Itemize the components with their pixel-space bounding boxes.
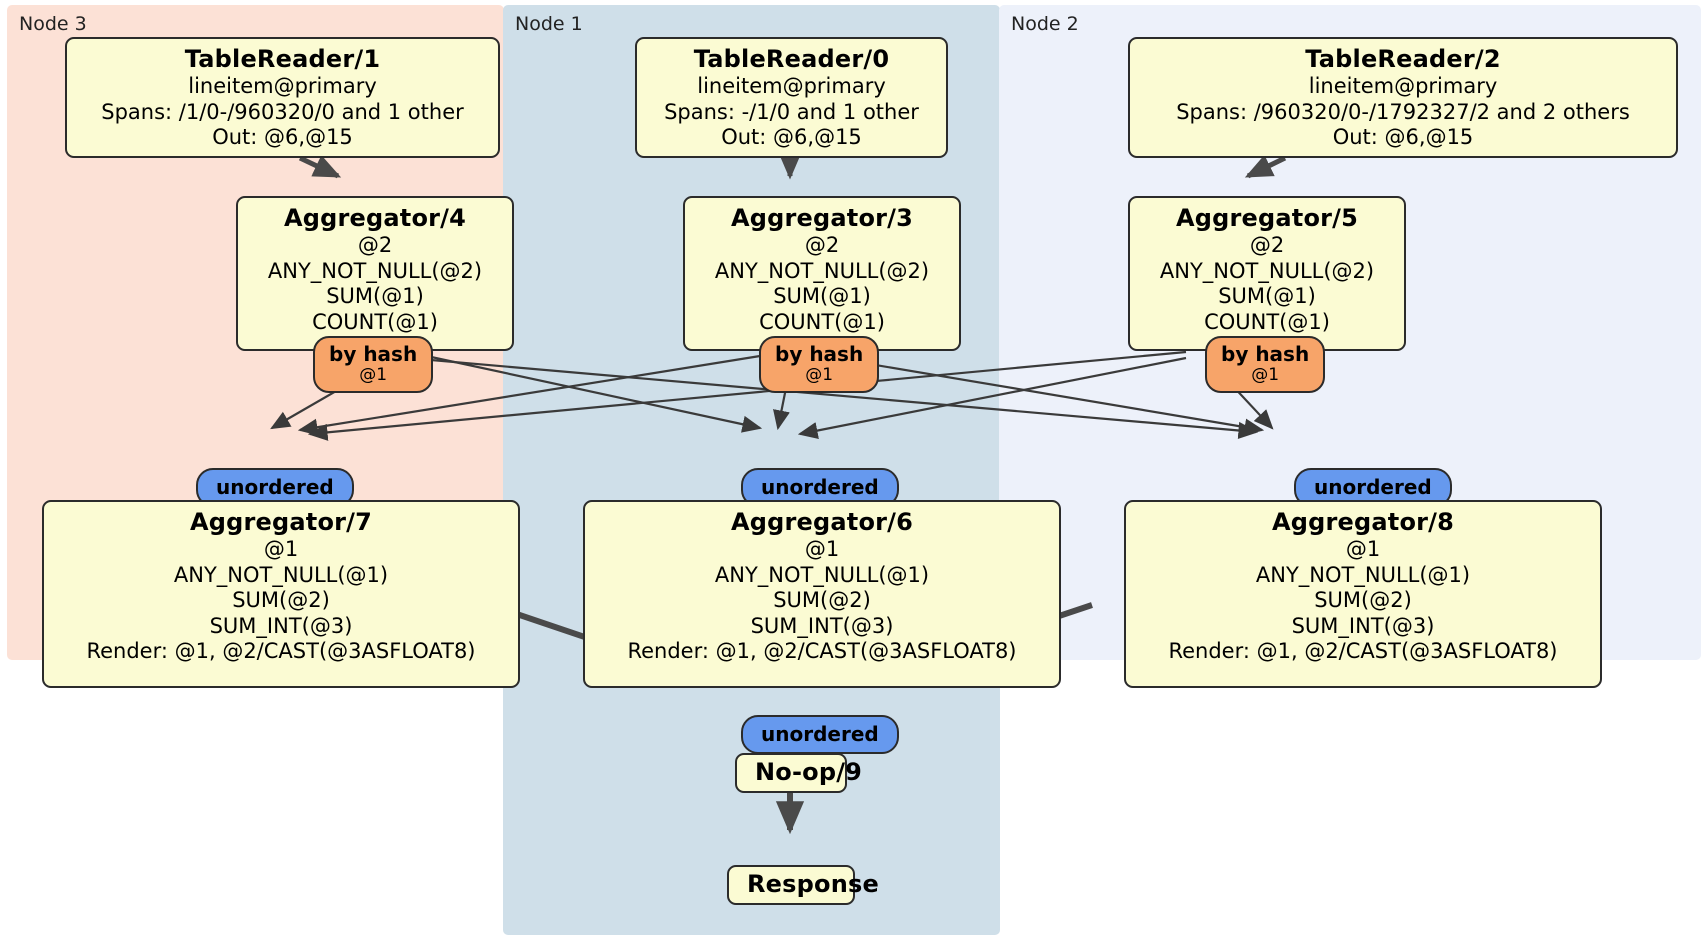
router-subtitle: @1	[805, 365, 834, 385]
node-panel-label-node3: Node 3	[19, 13, 87, 35]
processor-title: Aggregator/7	[189, 508, 373, 536]
node-panel-label-node2: Node 2	[1011, 13, 1079, 35]
node-panel-label-node1: Node 1	[515, 13, 583, 35]
router-by-hash-right[interactable]: by hash @1	[1205, 336, 1326, 393]
processor-detail-line: Render: @1, @2/CAST(@3ASFLOAT8)	[86, 639, 476, 663]
processor-detail-line: Out: @6,@15	[212, 125, 353, 149]
processor-table-reader-2[interactable]: TableReader/2 lineitem@primary Spans: /9…	[1128, 37, 1678, 158]
processor-detail-line: SUM(@1)	[326, 284, 424, 308]
processor-title: No-op/9	[755, 758, 863, 786]
processor-detail-line: @1	[263, 537, 299, 561]
processor-aggregator-6[interactable]: Aggregator/6 @1 ANY_NOT_NULL(@1) SUM(@2)…	[583, 500, 1061, 688]
processor-noop-9[interactable]: No-op/9	[735, 753, 863, 793]
processor-aggregator-7[interactable]: Aggregator/7 @1 ANY_NOT_NULL(@1) SUM(@2)…	[42, 500, 520, 688]
processor-title: Aggregator/5	[1175, 204, 1359, 232]
processor-title: Aggregator/6	[730, 508, 914, 536]
processor-detail-line: lineitem@primary	[188, 74, 377, 98]
processor-detail-line: @2	[804, 233, 840, 257]
synchronizer-unordered-final[interactable]: unordered	[741, 715, 899, 754]
router-subtitle: @1	[1251, 365, 1280, 385]
processor-aggregator-3[interactable]: Aggregator/3 @2 ANY_NOT_NULL(@2) SUM(@1)…	[683, 196, 961, 351]
processor-detail-line: Render: @1, @2/CAST(@3ASFLOAT8)	[1168, 639, 1558, 663]
processor-detail-line: SUM_INT(@3)	[209, 613, 353, 638]
processor-detail-line: COUNT(@1)	[759, 309, 885, 334]
processor-title: Response	[747, 870, 879, 898]
router-title: by hash	[329, 342, 418, 366]
processor-detail-line: ANY_NOT_NULL(@2)	[267, 258, 483, 283]
processor-aggregator-4[interactable]: Aggregator/4 @2 ANY_NOT_NULL(@2) SUM(@1)…	[236, 196, 514, 351]
processor-detail-line: ANY_NOT_NULL(@2)	[714, 258, 930, 283]
processor-detail-line: ANY_NOT_NULL(@1)	[173, 562, 389, 587]
processor-aggregator-5[interactable]: Aggregator/5 @2 ANY_NOT_NULL(@2) SUM(@1)…	[1128, 196, 1406, 351]
processor-title: Aggregator/8	[1271, 508, 1455, 536]
processor-detail-line: COUNT(@1)	[312, 309, 438, 334]
processor-title: TableReader/2	[1305, 45, 1501, 73]
processor-detail-line: ANY_NOT_NULL(@2)	[1159, 258, 1375, 283]
processor-detail-line: SUM(@1)	[1218, 284, 1316, 308]
processor-detail-line: COUNT(@1)	[1204, 309, 1330, 334]
processor-title: TableReader/1	[184, 45, 381, 73]
processor-detail-line: Spans: -/1/0 and 1 other	[664, 99, 919, 124]
processor-detail-line: Render: @1, @2/CAST(@3ASFLOAT8)	[627, 639, 1017, 663]
processor-detail-line: SUM(@1)	[773, 284, 871, 308]
processor-detail-line: lineitem@primary	[697, 74, 886, 98]
router-by-hash-center[interactable]: by hash @1	[759, 336, 880, 393]
processor-detail-line: Spans: /960320/0-/1792327/2 and 2 others	[1176, 99, 1630, 124]
processor-aggregator-8[interactable]: Aggregator/8 @1 ANY_NOT_NULL(@1) SUM(@2)…	[1124, 500, 1602, 688]
processor-table-reader-1[interactable]: TableReader/1 lineitem@primary Spans: /1…	[65, 37, 500, 158]
processor-detail-line: SUM_INT(@3)	[1291, 613, 1435, 638]
processor-detail-line: ANY_NOT_NULL(@1)	[1255, 562, 1471, 587]
processor-detail-line: Out: @6,@15	[1332, 125, 1474, 149]
processor-detail-line: @2	[1249, 233, 1285, 257]
processor-title: Aggregator/4	[283, 204, 467, 232]
processor-detail-line: Out: @6,@15	[721, 125, 862, 149]
processor-detail-line: @1	[804, 537, 840, 561]
processor-detail-line: ANY_NOT_NULL(@1)	[714, 562, 930, 587]
processor-title: TableReader/0	[693, 45, 890, 73]
processor-detail-line: @2	[357, 233, 393, 257]
router-by-hash-left[interactable]: by hash @1	[313, 336, 434, 393]
processor-detail-line: SUM(@2)	[773, 588, 871, 612]
processor-detail-line: @1	[1345, 537, 1381, 561]
processor-detail-line: SUM_INT(@3)	[750, 613, 894, 638]
router-subtitle: @1	[359, 365, 388, 385]
processor-response[interactable]: Response	[727, 865, 879, 905]
router-title: by hash	[775, 342, 864, 366]
router-title: by hash	[1221, 342, 1310, 366]
processor-detail-line: SUM(@2)	[1314, 588, 1412, 612]
processor-detail-line: lineitem@primary	[1308, 74, 1498, 98]
processor-detail-line: Spans: /1/0-/960320/0 and 1 other	[101, 99, 464, 124]
processor-table-reader-0[interactable]: TableReader/0 lineitem@primary Spans: -/…	[635, 37, 948, 158]
processor-title: Aggregator/3	[730, 204, 914, 232]
processor-detail-line: SUM(@2)	[232, 588, 330, 612]
